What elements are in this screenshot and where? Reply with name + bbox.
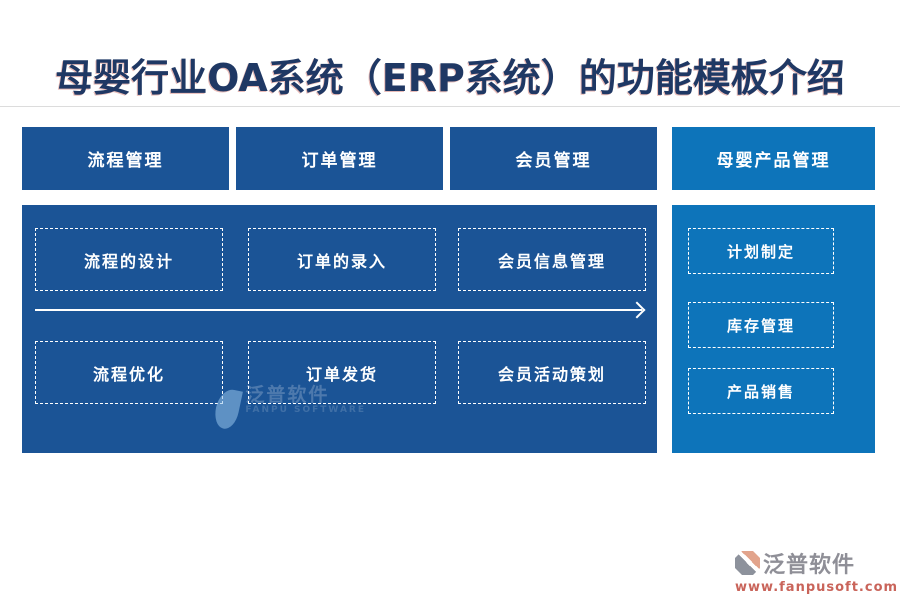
- header-member-label: 会员管理: [515, 151, 592, 171]
- footer-brand-name: 泛普软件: [763, 553, 856, 578]
- main-panel: 流程的设计 订单的录入 会员信息管理 流程优化 订单发货 会员活动策划 泛普软件…: [22, 205, 657, 453]
- box-process-design-label: 流程的设计: [83, 251, 174, 271]
- header-order-label: 订单管理: [301, 151, 378, 171]
- header-process-management: 流程管理: [22, 127, 229, 190]
- title-divider: [0, 106, 900, 107]
- header-process-label: 流程管理: [87, 151, 164, 171]
- header-product-label: 母婴产品管理: [716, 151, 831, 171]
- header-product-management: 母婴产品管理: [672, 127, 875, 190]
- box-order-shipping-label: 订单发货: [305, 364, 378, 384]
- footer-brand-block: 泛普软件 www.fanpusoft.com: [735, 547, 899, 595]
- fanpu-logo-icon: [735, 551, 760, 575]
- box-member-activity-label: 会员活动策划: [497, 364, 606, 384]
- box-product-sales-label: 产品销售: [726, 382, 795, 401]
- product-panel: 计划制定 库存管理 产品销售: [672, 205, 875, 453]
- header-member-management: 会员管理: [450, 127, 657, 190]
- box-member-info-management: 会员信息管理: [458, 228, 646, 291]
- footer-website-url: www.fanpusoft.com: [735, 580, 899, 595]
- box-inventory-management: 库存管理: [688, 302, 834, 348]
- box-order-shipping: 订单发货: [248, 341, 436, 404]
- box-inventory-label: 库存管理: [726, 316, 795, 335]
- box-order-entry: 订单的录入: [248, 228, 436, 291]
- box-product-sales: 产品销售: [688, 368, 834, 414]
- page-title: 母婴行业OA系统（ERP系统）的功能模板介绍: [55, 56, 845, 100]
- box-plan-making-label: 计划制定: [726, 242, 795, 261]
- box-member-info-label: 会员信息管理: [497, 251, 606, 271]
- box-process-design: 流程的设计: [35, 228, 223, 291]
- box-order-entry-label: 订单的录入: [296, 251, 387, 271]
- box-process-optimization-label: 流程优化: [92, 364, 165, 384]
- watermark-caption: FANPU SOFTWARE: [245, 404, 366, 415]
- box-plan-making: 计划制定: [688, 228, 834, 274]
- box-member-activity-planning: 会员活动策划: [458, 341, 646, 404]
- header-order-management: 订单管理: [236, 127, 443, 190]
- flow-arrow-icon: [35, 309, 642, 311]
- box-process-optimization: 流程优化: [35, 341, 223, 404]
